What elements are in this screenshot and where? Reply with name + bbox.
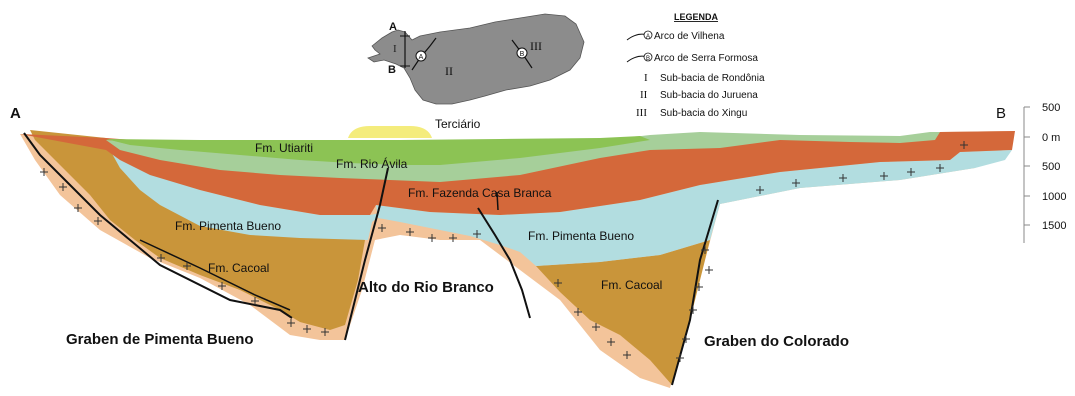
cross-symbol (792, 179, 800, 187)
label-terciario: Terciário (435, 117, 481, 131)
fault-line (496, 191, 499, 211)
fault-line (671, 199, 719, 386)
cross-symbol (406, 228, 414, 236)
inset-label-a: A (389, 21, 397, 33)
cross-symbol (473, 230, 481, 238)
legend-arc-a-symbol: A (646, 34, 650, 40)
inset-region-1: I (393, 43, 397, 55)
cross-symbol (705, 266, 713, 274)
inset-region-2: II (445, 64, 453, 78)
cross-symbol (428, 234, 436, 242)
label-graben-pimenta: Graben de Pimenta Bueno (66, 331, 254, 348)
fault-line (344, 167, 389, 341)
section-end-b: B (996, 105, 1006, 122)
cross-symbol (756, 186, 764, 194)
fault-line (139, 239, 291, 311)
cross-symbol (59, 183, 67, 191)
cross-symbol (574, 308, 582, 316)
label-cacoal-right: Fm. Cacoal (601, 278, 662, 292)
arc-b-symbol: B (520, 51, 525, 58)
cross-symbol (378, 224, 386, 232)
arc-vilhena-line (411, 37, 437, 71)
arc-a-marker (415, 50, 427, 62)
cross-symbol (623, 351, 631, 359)
legend-basin-2-symbol: II (640, 89, 648, 101)
cross-symbol (157, 254, 165, 262)
cacoal-left-layer (30, 130, 365, 330)
scale-tick-label: 0 m (1042, 132, 1060, 144)
cross-symbol (682, 335, 690, 343)
cross-symbol (40, 168, 48, 176)
legend-basin-1-label: Sub-bacia de Rondônia (660, 73, 765, 84)
cross-symbol (449, 234, 457, 242)
cross-symbol (676, 354, 684, 362)
pimenta-left-layer (106, 138, 385, 240)
legend-basin-2-label: Sub-bacia do Juruena (660, 90, 758, 101)
label-alto-rio-branco: Alto do Rio Branco (358, 279, 494, 296)
legend-arc-a-label: Arco de Vilhena (654, 31, 725, 42)
terciario-deposit (348, 126, 432, 138)
pimenta-right-layer (376, 150, 1012, 266)
basin-outline (367, 13, 585, 105)
legend-title: LEGENDA (674, 12, 719, 22)
utiariti-layer (106, 136, 650, 165)
label-pimenta-left: Fm. Pimenta Bueno (175, 219, 281, 233)
cross-symbol (936, 164, 944, 172)
legend: LEGENDA A Arco de Vilhena B Arco de Serr… (626, 12, 765, 119)
cross-symbol (592, 323, 600, 331)
label-utiariti: Fm. Utiariti (255, 141, 313, 155)
legend-basin-1-symbol: I (644, 72, 648, 84)
depth-scale: 500 0 m 500 1000 1500 (1023, 102, 1066, 243)
cross-symbol (839, 174, 847, 182)
cross-symbol (554, 279, 562, 287)
label-cacoal-left: Fm. Cacoal (208, 261, 269, 275)
basement-crosses (40, 141, 968, 362)
cross-symbol (960, 141, 968, 149)
cross-symbol (94, 217, 102, 225)
cross-symbol (607, 338, 615, 346)
scale-tick-label: 500 (1042, 161, 1060, 173)
cross-symbol (701, 246, 709, 254)
legend-arc-b-label: Arco de Serra Formosa (654, 53, 758, 64)
cross-symbol (321, 328, 329, 336)
label-fazenda: Fm. Fazenda Casa Branca (408, 186, 552, 200)
cross-symbol (218, 282, 226, 290)
arc-b-marker (516, 47, 528, 59)
cross-symbol (880, 172, 888, 180)
inset-label-b: B (388, 64, 396, 76)
cross-symbol (74, 204, 82, 212)
inset-region-3: III (530, 39, 542, 53)
label-pimenta-right: Fm. Pimenta Bueno (528, 229, 634, 243)
scale-tick-label: 1500 (1042, 220, 1066, 232)
cross-symbol (907, 168, 915, 176)
fault-line (477, 207, 531, 319)
cross-symbol (303, 325, 311, 333)
cacoal-right-layer (536, 240, 710, 385)
scale-tick-label: 500 (1042, 102, 1060, 114)
arc-a-symbol: A (419, 54, 424, 61)
legend-basin-3-label: Sub-bacia do Xingu (660, 108, 747, 119)
fault-line (23, 132, 293, 319)
label-rio-avila: Fm. Rio Ávila (336, 156, 408, 171)
scale-tick-label: 1000 (1042, 191, 1066, 203)
legend-arc-b-marker (643, 52, 653, 62)
cross-symbol (251, 297, 259, 305)
inset-map: A B I II III A B (367, 13, 585, 105)
section-end-a: A (10, 105, 21, 122)
legend-arc-a-marker (643, 30, 653, 40)
cross-symbol (689, 306, 697, 314)
cross-symbol (287, 319, 295, 327)
label-graben-colorado: Graben do Colorado (704, 333, 849, 350)
cross-symbol (183, 262, 191, 270)
legend-arc-b-symbol: B (646, 56, 650, 62)
cross-symbol (695, 283, 703, 291)
legend-basin-3-symbol: III (636, 107, 647, 119)
